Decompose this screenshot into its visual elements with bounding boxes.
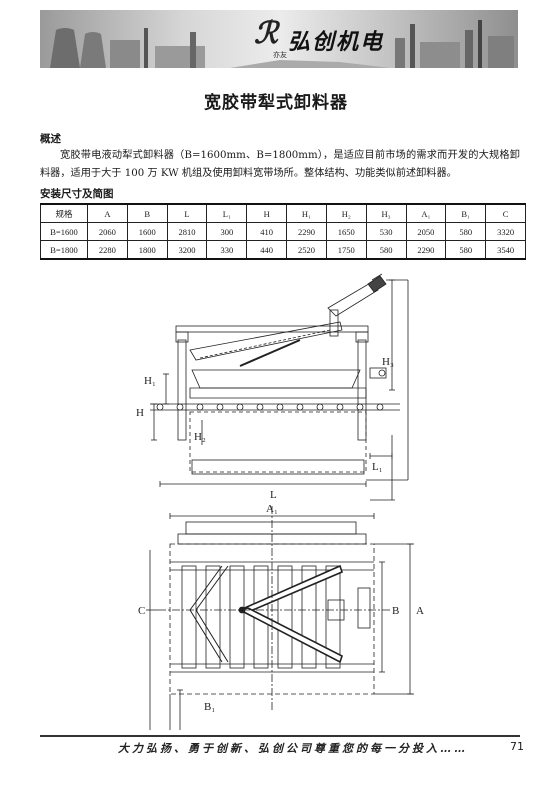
table-header-cell: 规格 [40,203,88,223]
dim-label-h3: H₃ [382,356,394,368]
table-cell: 580 [445,240,487,260]
table-cell: 530 [365,222,407,241]
table-header-cell: B₁ [445,203,487,223]
table-header-cell: L₁ [206,203,248,223]
table-cell: B=1800 [40,240,88,260]
table-header-cell: H [246,203,288,223]
overview-heading: 概述 [40,133,61,145]
company-logo: ℛ [254,16,278,51]
table-header-cell: A₁ [405,203,447,223]
header-banner: ℛ 弘创机电 亦友 [40,10,518,68]
table-cell: 1750 [325,240,367,260]
table-header-cell: H₃ [365,203,407,223]
table-cell: 3540 [485,240,526,260]
table-cell: 2050 [405,222,447,241]
dim-label-a: A [416,605,424,617]
table-cell: 580 [445,222,487,241]
table-header-cell: H₁ [286,203,327,223]
page-title: 宽胶带犁式卸料器 [204,93,348,113]
table-cell: 2290 [405,240,447,260]
table-cell: 2060 [87,222,128,241]
table-cell: 3200 [166,240,208,260]
dim-label-h1: H₁ [144,375,156,387]
table-header-cell: A [87,203,128,223]
table-cell: 2280 [87,240,128,260]
footer-divider [40,735,520,737]
company-subtext: 亦友 [273,51,287,59]
table-cell: 1600 [126,222,168,241]
dim-label-c: C [138,605,145,617]
table-cell: 440 [246,240,288,260]
table-header-cell: B [126,203,168,223]
company-name: 弘创机电 [288,30,385,55]
page-number: 71 [510,740,524,753]
dim-label-h2: H₂ [194,431,206,443]
spec-table: 规格 A B L L₁ H H₁ H₂ H₃ A₁ B₁ C B=1600 20… [40,203,526,260]
table-header-cell: C [485,203,526,223]
table-cell: 1650 [325,222,367,241]
table-cell: 2520 [286,240,327,260]
table-cell: B=1600 [40,222,88,241]
install-heading: 安装尺寸及简图 [40,188,114,200]
dim-label-l1: L₁ [372,461,383,473]
table-row: B=1600 2060 1600 2810 300 410 2290 1650 … [40,222,526,241]
dim-label-h: H [136,407,144,419]
table-cell: 300 [206,222,248,241]
table-cell: 2290 [286,222,327,241]
dim-label-b: B [392,605,399,617]
table-cell: 1800 [126,240,168,260]
dim-label-l: L [270,489,277,501]
technical-drawing: H₁ H₂ H₃ H L L₁ A₁ B₁ C B A [136,273,424,730]
table-cell: 580 [365,240,407,260]
table-cell: 2810 [166,222,208,241]
overview-text: 宽胶带电液动犁式卸料器（B=1600mm、B=1800mm），是适应目前市场的需… [40,150,520,179]
dim-label-b1: B₁ [204,701,215,713]
footer-slogan: 大力弘扬、勇于创新、弘创公司尊重您的每一分投入…… [118,742,468,755]
table-cell: 330 [206,240,248,260]
table-cell: 410 [246,222,288,241]
table-header-cell: H₂ [325,203,367,223]
industrial-skyline-image [50,20,514,68]
table-cell: 3320 [485,222,526,241]
dim-label-a1: A₁ [266,503,278,515]
table-row: B=1800 2280 1800 3200 330 440 2520 1750 … [40,240,526,260]
table-header-row: 规格 A B L L₁ H H₁ H₂ H₃ A₁ B₁ C [40,203,526,223]
table-header-cell: L [166,203,208,223]
